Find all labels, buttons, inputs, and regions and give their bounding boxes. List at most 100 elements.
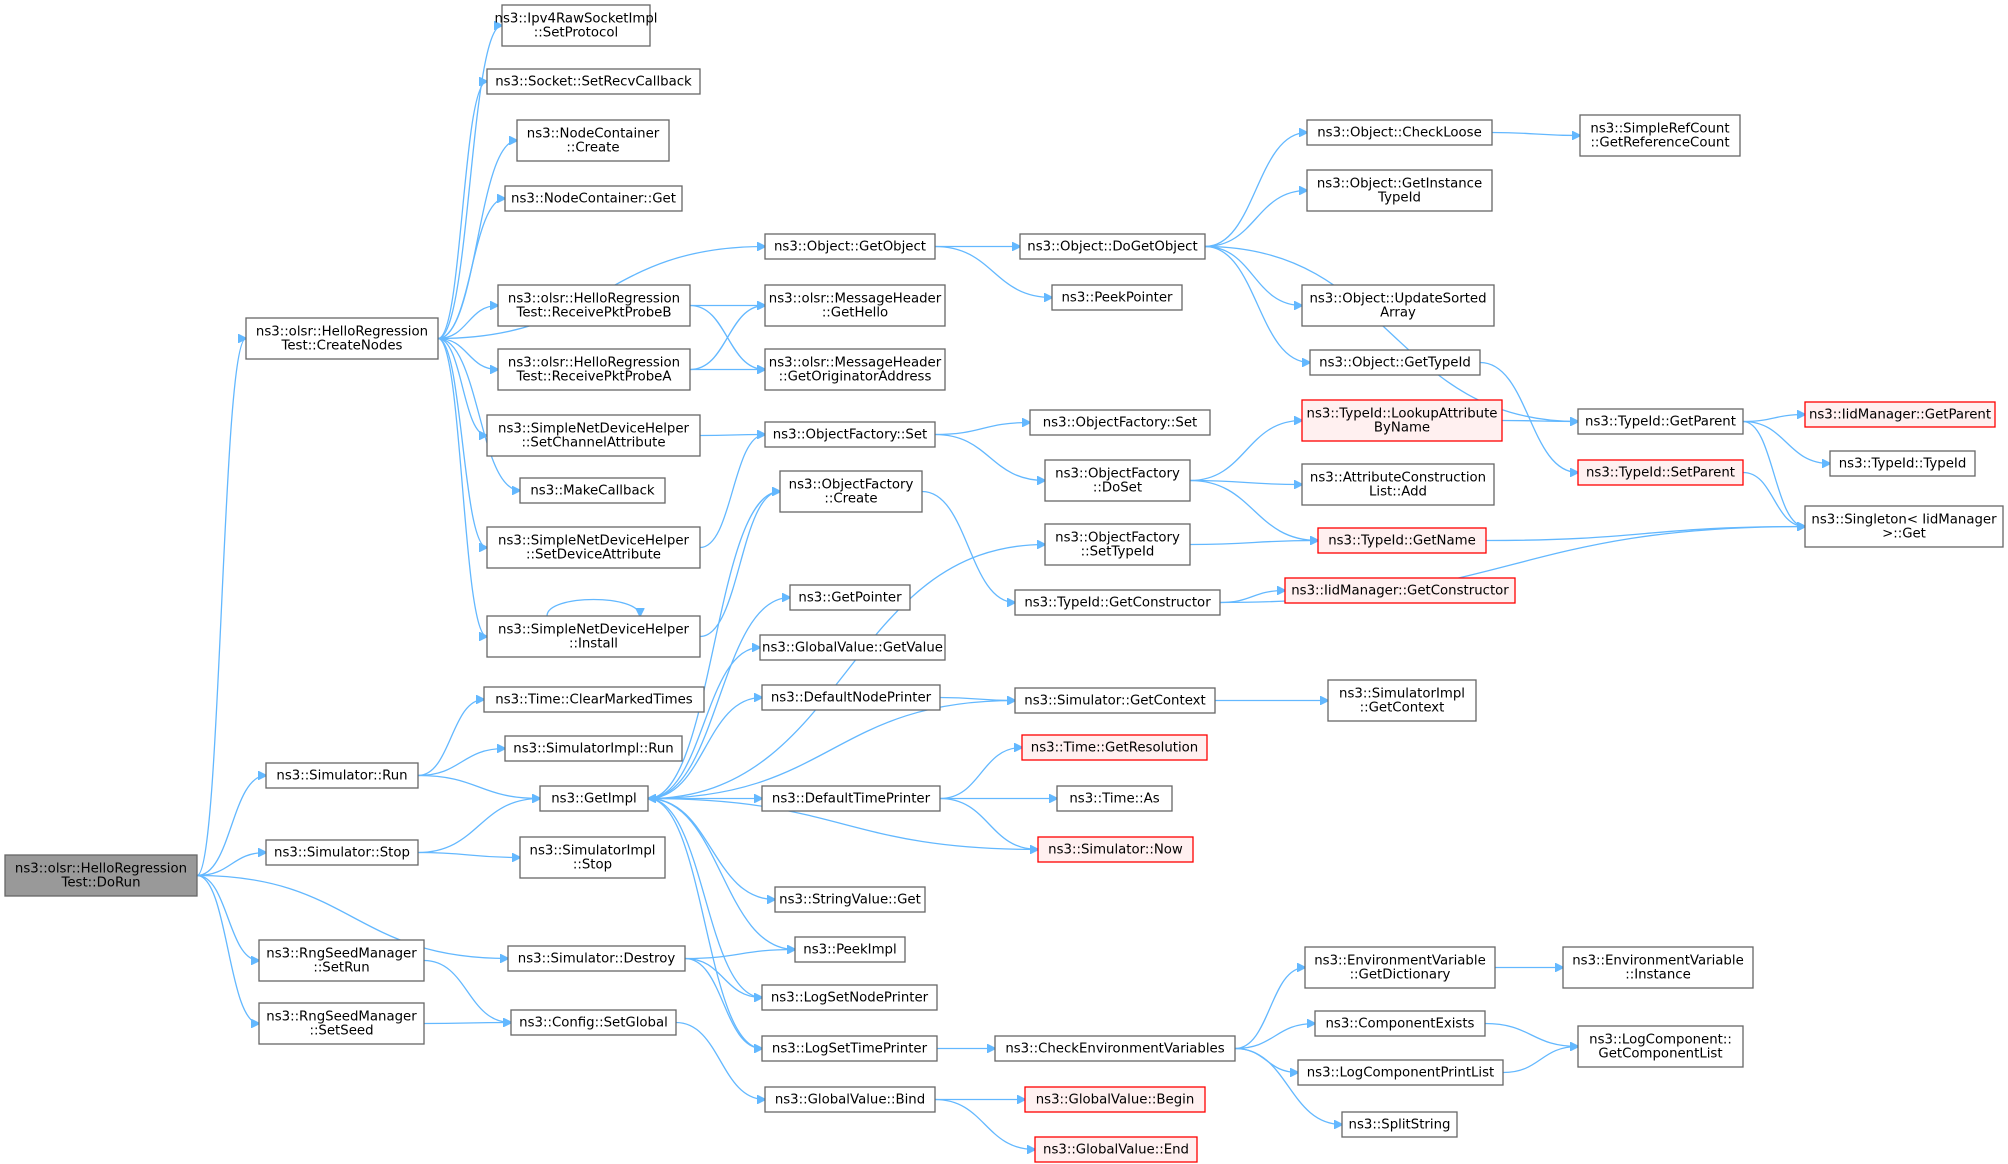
function-node-simImplGetCtx[interactable]: ns3::SimulatorImpl::GetContext <box>1327 679 1477 722</box>
function-node-box <box>265 762 419 789</box>
function-node-gvBegin[interactable]: ns3::GlobalValue::Begin <box>1024 1086 1206 1113</box>
function-node-peekImpl[interactable]: ns3::PeekImpl <box>794 936 906 963</box>
function-node-label: ns3::SimpleNetDeviceHelper <box>498 534 689 549</box>
function-node-label: Test::ReceivePktProbeA <box>516 370 672 385</box>
function-node-label: ns3::GetImpl <box>551 792 636 807</box>
function-node-tidGetName[interactable]: ns3::TypeId::GetName <box>1317 527 1487 554</box>
function-node-timeAs[interactable]: ns3::Time::As <box>1056 785 1173 812</box>
function-node-box <box>539 785 649 812</box>
function-node-simRun[interactable]: ns3::Simulator::Run <box>265 762 419 789</box>
function-node-label: ns3::NodeContainer <box>527 127 660 142</box>
function-node-box <box>1579 114 1741 157</box>
function-node-gvEnd[interactable]: ns3::GlobalValue::End <box>1034 1136 1198 1163</box>
function-node-simImplRun[interactable]: ns3::SimulatorImpl::Run <box>504 735 683 762</box>
function-node-label: ns3::DefaultTimePrinter <box>772 792 931 807</box>
function-node-simStop[interactable]: ns3::Simulator::Stop <box>265 839 419 866</box>
function-node-ofCreate[interactable]: ns3::ObjectFactory::Create <box>779 470 923 513</box>
function-node-simImplStop[interactable]: ns3::SimulatorImpl::Stop <box>519 836 666 879</box>
function-node-ncGet[interactable]: ns3::NodeContainer::Get <box>504 185 683 212</box>
function-node-label: ns3::Object::CheckLoose <box>1317 126 1482 141</box>
call-edge-doRun-to-rngSetSeed <box>196 874 259 1024</box>
function-node-gvBind[interactable]: ns3::GlobalValue::Bind <box>764 1086 936 1113</box>
function-node-getImpl[interactable]: ns3::GetImpl <box>539 785 649 812</box>
function-node-label: ::SetProtocol <box>534 26 618 41</box>
call-edge-objDoGetObject-to-objUpdSorted <box>1204 245 1302 306</box>
function-node-ofSetTypeId[interactable]: ns3::ObjectFactory::SetTypeId <box>1044 523 1191 566</box>
function-node-makeCb[interactable]: ns3::MakeCallback <box>519 477 666 504</box>
function-node-label: ns3::EnvironmentVariable <box>1572 954 1744 969</box>
function-node-defTimePrinter[interactable]: ns3::DefaultTimePrinter <box>761 785 941 812</box>
function-node-ncCreate[interactable]: ns3::NodeContainer::Create <box>516 119 670 162</box>
function-node-box <box>1019 233 1206 260</box>
function-node-iidGetParent[interactable]: ns3::IidManager::GetParent <box>1804 401 1996 428</box>
function-node-label: ns3::Simulator::Run <box>276 769 407 784</box>
function-node-ofDoSet[interactable]: ns3::ObjectFactory::DoSet <box>1044 459 1191 502</box>
function-node-ofSet2[interactable]: ns3::ObjectFactory::Set <box>1029 409 1211 436</box>
function-node-tidTypeId[interactable]: ns3::TypeId::TypeId <box>1829 450 1976 477</box>
call-edge-tidGetParent-to-tidTypeId <box>1742 420 1830 464</box>
function-node-label: ns3::NodeContainer::Get <box>511 192 676 207</box>
function-node-sndhSetDev[interactable]: ns3::SimpleNetDeviceHelper::SetDeviceAtt… <box>486 526 701 569</box>
function-node-createNodes[interactable]: ns3::olsr::HelloRegressionTest::CreateNo… <box>245 317 439 360</box>
function-node-timeGetRes[interactable]: ns3::Time::GetResolution <box>1021 734 1208 761</box>
function-node-rxB[interactable]: ns3::olsr::HelloRegressionTest::ReceiveP… <box>497 284 691 327</box>
function-node-objDoGetObject[interactable]: ns3::Object::DoGetObject <box>1019 233 1206 260</box>
function-node-rngSetRun[interactable]: ns3::RngSeedManager::SetRun <box>258 939 425 982</box>
function-node-setProtocol[interactable]: ns3::Ipv4RawSocketImpl::SetProtocol <box>495 4 658 47</box>
function-node-peekPointer[interactable]: ns3::PeekPointer <box>1051 284 1183 311</box>
function-node-setRecvCb[interactable]: ns3::Socket::SetRecvCallback <box>486 68 701 95</box>
function-node-logSetNodePrinter[interactable]: ns3::LogSetNodePrinter <box>761 984 938 1011</box>
function-node-sndhInstall[interactable]: ns3::SimpleNetDeviceHelper::Install <box>486 615 701 658</box>
call-edge-createNodes-to-ncGet <box>437 199 505 340</box>
function-node-strValGet[interactable]: ns3::StringValue::Get <box>774 886 926 913</box>
function-node-objCheckLoose[interactable]: ns3::Object::CheckLoose <box>1306 119 1493 146</box>
function-node-cfgSetGlobal[interactable]: ns3::Config::SetGlobal <box>510 1009 677 1036</box>
function-node-label: ns3::Object::GetInstance <box>1317 177 1482 192</box>
function-node-compExists[interactable]: ns3::ComponentExists <box>1314 1010 1486 1037</box>
function-node-simNow[interactable]: ns3::Simulator::Now <box>1037 836 1194 863</box>
function-node-mhGetHello[interactable]: ns3::olsr::MessageHeader::GetHello <box>764 284 946 327</box>
function-node-logCompGetList[interactable]: ns3::LogComponent::GetComponentList <box>1577 1025 1744 1068</box>
function-node-envGetDict[interactable]: ns3::EnvironmentVariable::GetDictionary <box>1304 946 1496 989</box>
function-node-box <box>1034 1136 1198 1163</box>
function-node-iidGetCtor[interactable]: ns3::IidManager::GetConstructor <box>1284 577 1516 604</box>
call-edge-getImpl-to-logSetNodePrinter <box>647 797 762 998</box>
function-node-label: Test::DoRun <box>60 876 140 891</box>
function-node-logCompPrintList[interactable]: ns3::LogComponentPrintList <box>1297 1059 1504 1086</box>
function-node-simGetContext[interactable]: ns3::Simulator::GetContext <box>1014 687 1216 714</box>
function-node-rxA[interactable]: ns3::olsr::HelloRegressionTest::ReceiveP… <box>497 348 691 391</box>
function-node-box <box>764 284 946 327</box>
function-node-box <box>1051 284 1183 311</box>
function-node-ofSet[interactable]: ns3::ObjectFactory::Set <box>764 421 936 448</box>
call-edge-ofDoSet-to-tidGetName <box>1189 479 1318 541</box>
function-node-getPointer[interactable]: ns3::GetPointer <box>789 584 911 611</box>
function-node-singletonGet[interactable]: ns3::Singleton< IidManager>::Get <box>1804 505 2004 548</box>
function-node-sndhSetChan[interactable]: ns3::SimpleNetDeviceHelper::SetChannelAt… <box>486 414 701 457</box>
function-node-tidGetParent[interactable]: ns3::TypeId::GetParent <box>1577 408 1744 435</box>
function-node-splitString[interactable]: ns3::SplitString <box>1341 1111 1458 1138</box>
function-node-mhGetOrig[interactable]: ns3::olsr::MessageHeader::GetOriginatorA… <box>764 348 946 391</box>
function-node-envInstance[interactable]: ns3::EnvironmentVariable::Instance <box>1562 946 1754 989</box>
function-node-label: ns3::olsr::HelloRegression <box>256 325 428 340</box>
function-node-clearMarked[interactable]: ns3::Time::ClearMarkedTimes <box>483 686 705 713</box>
function-node-tidSetParent[interactable]: ns3::TypeId::SetParent <box>1577 459 1744 486</box>
function-node-srcGetRefCount[interactable]: ns3::SimpleRefCount::GetReferenceCount <box>1579 114 1741 157</box>
function-node-objGetObject[interactable]: ns3::Object::GetObject <box>764 233 936 260</box>
function-node-simDestroy[interactable]: ns3::Simulator::Destroy <box>507 945 686 972</box>
function-node-gvGetValue[interactable]: ns3::GlobalValue::GetValue <box>759 634 946 661</box>
call-edge-createNodes-to-sndhInstall <box>437 337 487 637</box>
function-node-defNodePrinter[interactable]: ns3::DefaultNodePrinter <box>761 684 941 711</box>
call-edge-cfgSetGlobal-to-gvBind <box>675 1021 765 1100</box>
function-node-box <box>994 1035 1236 1062</box>
call-edge-createNodes-to-rxA <box>437 337 498 370</box>
function-node-objGetTypeId[interactable]: ns3::Object::GetTypeId <box>1309 349 1481 376</box>
function-node-rngSetSeed[interactable]: ns3::RngSeedManager::SetSeed <box>258 1002 425 1045</box>
function-node-checkEnvVars[interactable]: ns3::CheckEnvironmentVariables <box>994 1035 1236 1062</box>
function-node-logSetTimePrinter[interactable]: ns3::LogSetTimePrinter <box>761 1035 938 1062</box>
function-node-tidGetCtor[interactable]: ns3::TypeId::GetConstructor <box>1014 589 1221 616</box>
